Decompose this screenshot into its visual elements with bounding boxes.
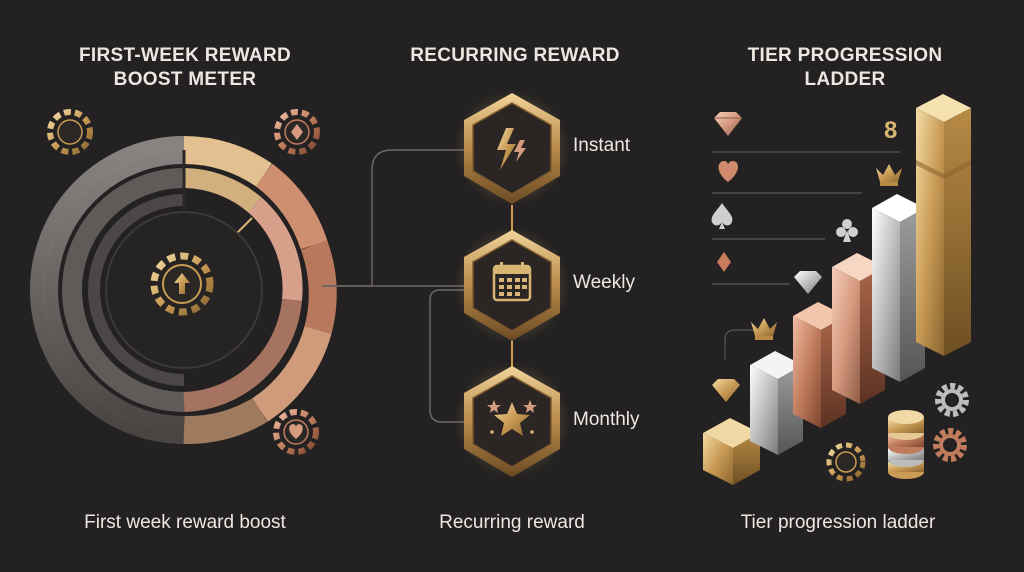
- lightning-icon: [497, 128, 526, 170]
- gear-icon: [935, 383, 969, 417]
- monthly-label: Monthly: [573, 409, 640, 430]
- crown-icon: [876, 164, 902, 186]
- club-icon: [836, 219, 858, 242]
- star-icon: [487, 400, 537, 436]
- spade-icon: [711, 203, 733, 229]
- calendar-icon: [492, 262, 532, 302]
- gear-icon: [933, 428, 967, 462]
- ladder-title-line2: LADDER: [804, 69, 886, 90]
- instant-badge: [454, 90, 570, 206]
- meter-title-line2: BOOST METER: [113, 69, 257, 90]
- boost-meter: [30, 109, 466, 455]
- weekly-label: Weekly: [573, 272, 635, 293]
- meter-title-line1: FIRST-WEEK REWARD: [79, 45, 291, 66]
- weekly-badge: [454, 227, 570, 343]
- meter-caption: First week reward boost: [84, 512, 286, 533]
- heart-icon: [718, 161, 739, 182]
- diamond-gem-icon: [712, 379, 740, 402]
- chip-icon: [826, 442, 866, 482]
- coin-stack-icon: [888, 410, 924, 479]
- tier-level-number: 8: [884, 117, 897, 144]
- instant-label: Instant: [573, 135, 631, 156]
- recurring-reward-chain: [429, 90, 570, 478]
- meter-title: FIRST-WEEK REWARD BOOST METER: [40, 44, 330, 92]
- diamond-chip-icon: [274, 109, 320, 155]
- tier-ladder: 8: [703, 94, 971, 485]
- diamond-gem-icon: [714, 112, 742, 136]
- diamond-gem-icon: [794, 271, 822, 294]
- heart-chip-icon: [273, 409, 319, 455]
- ladder-title-line1: TIER PROGRESSION: [747, 45, 943, 66]
- ladder-title: TIER PROGRESSION LADDER: [700, 44, 990, 92]
- tier-bar-silver-tall: [872, 194, 925, 382]
- crown-icon: [751, 318, 777, 340]
- monthly-badge: [454, 362, 570, 478]
- chip-icon: [47, 109, 93, 155]
- tier-bar-gold-cube: [703, 418, 760, 485]
- tier-bar-gold-tall: [916, 94, 971, 356]
- ladder-caption: Tier progression ladder: [740, 512, 936, 533]
- boost-chip-icon: [150, 252, 214, 316]
- recurring-caption: Recurring reward: [439, 512, 585, 533]
- diamond-suit-icon: [717, 252, 731, 272]
- recurring-title: RECURRING REWARD: [410, 45, 620, 66]
